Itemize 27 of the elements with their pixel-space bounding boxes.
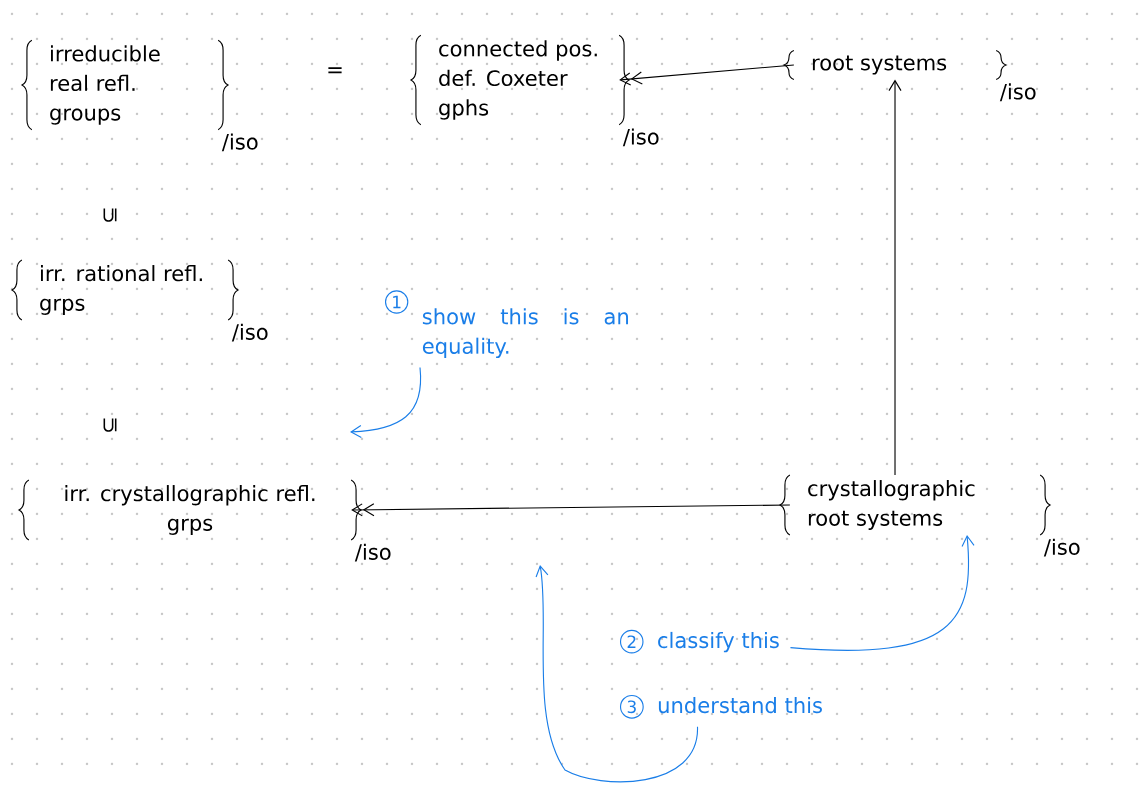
set-notation: irreducible real refl. groups <box>21 39 229 131</box>
node-label: classify this <box>658 631 779 653</box>
set-notation: irr. crystallographic refl. grps <box>18 479 362 541</box>
annotation: 2 classify this <box>619 629 779 654</box>
arrow <box>351 503 791 517</box>
quotient-label: /iso <box>999 83 1036 102</box>
quotient-label: /iso <box>1043 538 1080 557</box>
arrow <box>789 534 975 651</box>
quotient-label: /iso <box>231 323 268 342</box>
quotient-label: /iso <box>622 128 659 147</box>
quotient-label: /iso <box>354 543 391 562</box>
node-label: show this is an equality. <box>422 308 628 359</box>
set-notation: crystallographic root systems <box>779 474 1051 536</box>
set-notation: root systems <box>783 49 1007 81</box>
set-notation: connected pos. def. Coxeter gphs <box>410 34 630 126</box>
arrow <box>535 565 699 783</box>
annotation: 3 understand this <box>619 694 822 719</box>
relation-symbol: ⊆ <box>103 208 117 222</box>
relation-symbol: ⊆ <box>103 418 117 432</box>
annotation: 1 show this is an equality. <box>385 290 628 359</box>
arrow <box>619 64 795 86</box>
arrow <box>888 79 902 476</box>
node-label: understand this <box>658 696 822 714</box>
set-notation: irr. rational refl. grps <box>11 259 239 321</box>
quotient-label: /iso <box>221 133 258 152</box>
arrow <box>350 366 422 439</box>
relation-symbol: = <box>328 67 342 74</box>
